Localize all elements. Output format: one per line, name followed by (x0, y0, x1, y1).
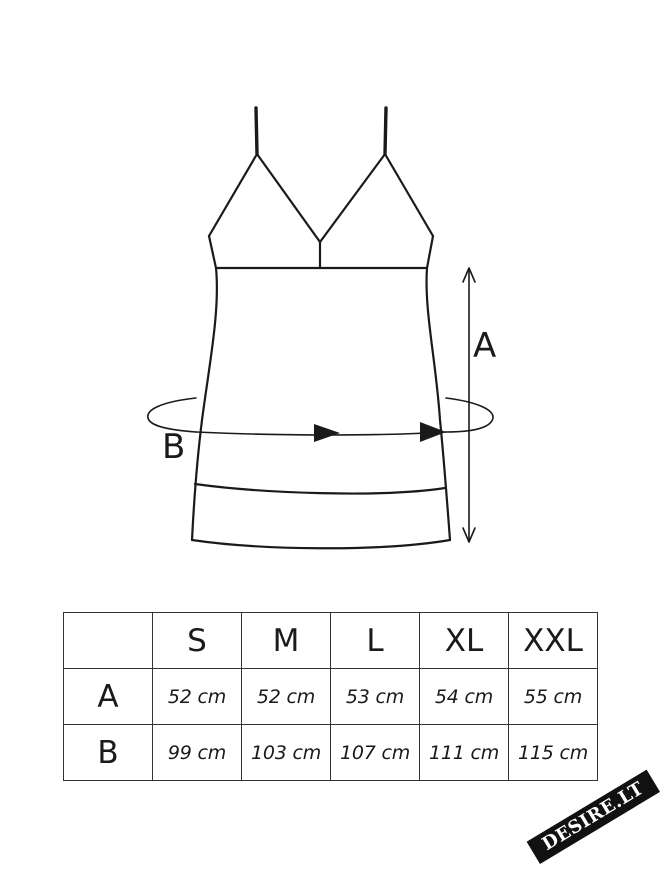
size-header: M (241, 612, 331, 669)
table-cell: 54 cm (419, 668, 509, 725)
table-cell: 115 cm (508, 724, 598, 781)
left-cup-side (207, 234, 218, 270)
right-cup-side (425, 234, 435, 270)
table-row: B 99 cm 103 cm 107 cm 111 cm 115 cm (63, 724, 598, 781)
row-label-a: A (63, 668, 153, 725)
label-b: B (162, 427, 185, 467)
header-blank-cell (63, 612, 153, 669)
body-left-side (190, 266, 219, 542)
a-arrow-bottom (462, 527, 476, 543)
b-arrow-right (420, 422, 446, 442)
label-a: A (473, 326, 496, 366)
size-header: L (330, 612, 420, 669)
table-row: A 52 cm 52 cm 53 cm 54 cm 55 cm (63, 668, 598, 725)
table-cell: 107 cm (330, 724, 420, 781)
chemise-outline (147, 106, 494, 550)
size-table: S M L XL XXL A 52 cm 52 cm 53 cm 54 cm 5… (63, 612, 598, 781)
body-right-side (425, 266, 452, 542)
row-label-b: B (63, 724, 153, 781)
hem-band-top (193, 482, 447, 495)
size-header: XXL (508, 612, 598, 669)
a-arrow-top (462, 267, 476, 283)
watermark-logo: DESIRE.LT (526, 769, 661, 864)
size-header-row: S M L XL XXL (63, 612, 598, 669)
b-arrow-middle (314, 424, 340, 442)
b-measure-back (147, 397, 197, 433)
table-cell: 103 cm (241, 724, 331, 781)
size-header: XL (419, 612, 509, 669)
table-cell: 53 cm (330, 668, 420, 725)
table-cell: 111 cm (419, 724, 509, 781)
table-cell: 52 cm (241, 668, 331, 725)
size-header: S (152, 612, 242, 669)
bra-cups (207, 152, 435, 244)
left-strap (254, 106, 259, 156)
right-strap (383, 106, 388, 156)
garment-diagram: A B (147, 106, 496, 550)
table-cell: 52 cm (152, 668, 242, 725)
table-cell: 55 cm (508, 668, 598, 725)
table-cell: 99 cm (152, 724, 242, 781)
hem-bottom (190, 538, 452, 550)
